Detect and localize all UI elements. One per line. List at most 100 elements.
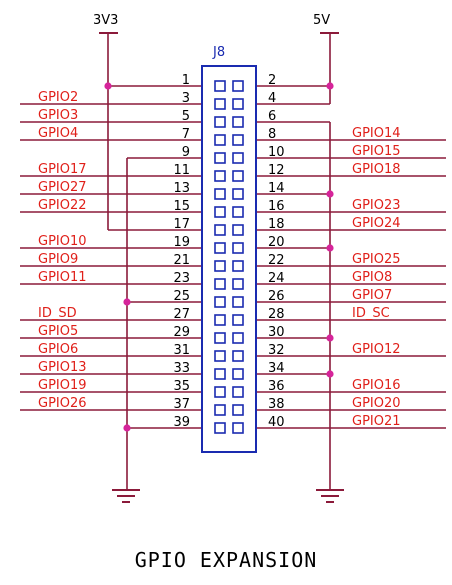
net-label-left: GPIO27 [38,180,87,195]
pin-number: 33 [173,361,190,376]
pin-pad [214,404,226,416]
pin-pad [232,170,244,182]
net-label-right: ID_SC [352,306,390,321]
pin-number: 15 [173,199,190,214]
net-label-right: GPIO18 [352,162,401,177]
junction-dot [123,298,131,306]
ground-symbols [112,489,344,503]
pin-number: 13 [173,181,190,196]
net-label-right: GPIO21 [352,414,401,429]
pin-number: 36 [268,379,285,394]
pin-pad [232,116,244,128]
pin-number: 31 [173,343,190,358]
pin-pad [214,260,226,272]
pin-pad [232,80,244,92]
pin-pad [232,386,244,398]
junction-dot [326,82,334,90]
net-label-left: GPIO4 [38,126,78,141]
connector-j8: J8 [201,45,257,453]
pin-pad [232,350,244,362]
net-label-right: GPIO8 [352,270,392,285]
pin-pad [232,152,244,164]
junction-dot [326,190,334,198]
pin-number: 40 [268,415,285,430]
pin-pad [214,278,226,290]
pin-number: 27 [173,307,190,322]
net-label-left: GPIO2 [38,90,78,105]
pin-pad [214,80,226,92]
pin-number: 26 [268,289,285,304]
pin-pad [232,188,244,200]
pin-number: 23 [173,271,190,286]
pin-number: 12 [268,163,285,178]
net-label-left: GPIO5 [38,324,78,339]
net-label-right: GPIO16 [352,378,401,393]
net-label-left: ID_SD [38,306,77,321]
pin-number: 29 [173,325,190,340]
pin-pad [232,134,244,146]
pin-pad [214,350,226,362]
net-label-left: GPIO11 [38,270,87,285]
pin-pad [214,368,226,380]
pin-pad [214,98,226,110]
pin-number: 35 [173,379,190,394]
pin-number: 38 [268,397,285,412]
pin-number: 4 [268,91,276,106]
pin-number: 9 [182,145,190,160]
power-label-3v3: 3V3 [93,13,118,28]
pin-number: 37 [173,397,190,412]
pin-number: 16 [268,199,285,214]
net-label-left: GPIO10 [38,234,87,249]
junction-dot [326,370,334,378]
net-label-right: GPIO23 [352,198,401,213]
pin-number: 7 [182,127,190,142]
net-label-left: GPIO22 [38,198,87,213]
net-label-right: GPIO15 [352,144,401,159]
pin-pad [232,278,244,290]
net-label-left: GPIO19 [38,378,87,393]
pin-pad [232,404,244,416]
pin-number: 2 [268,73,276,88]
pin-pad [214,206,226,218]
pin-number: 22 [268,253,285,268]
connector-body [201,65,257,453]
net-label-left: GPIO6 [38,342,78,357]
pin-pad [232,242,244,254]
pin-pad [214,224,226,236]
pin-pad [214,242,226,254]
net-label-left: GPIO13 [38,360,87,375]
net-label-left: GPIO3 [38,108,78,123]
pin-number: 30 [268,325,285,340]
pin-number: 32 [268,343,285,358]
pin-number: 25 [173,289,190,304]
pin-number: 18 [268,217,285,232]
pin-pad [214,134,226,146]
net-label-left: GPIO9 [38,252,78,267]
wires [20,33,446,490]
pin-pad [232,368,244,380]
pin-pad [232,260,244,272]
pin-number: 5 [182,109,190,124]
pin-pad [232,296,244,308]
pin-number: 28 [268,307,285,322]
pin-pad [214,422,226,434]
pin-number: 34 [268,361,285,376]
pin-number: 8 [268,127,276,142]
pin-number: 19 [173,235,190,250]
pin-pad [214,152,226,164]
pin-pad [214,170,226,182]
pin-pad [214,332,226,344]
junction-dot [326,334,334,342]
net-label-left: GPIO26 [38,396,87,411]
net-label-right: GPIO24 [352,216,401,231]
pin-number: 3 [182,91,190,106]
pin-pad [232,422,244,434]
pin-number: 11 [173,163,190,178]
pin-number: 14 [268,181,285,196]
net-label-right: GPIO7 [352,288,392,303]
pin-pad [214,116,226,128]
pin-number: 21 [173,253,190,268]
pin-number: 39 [173,415,190,430]
pin-number: 20 [268,235,285,250]
